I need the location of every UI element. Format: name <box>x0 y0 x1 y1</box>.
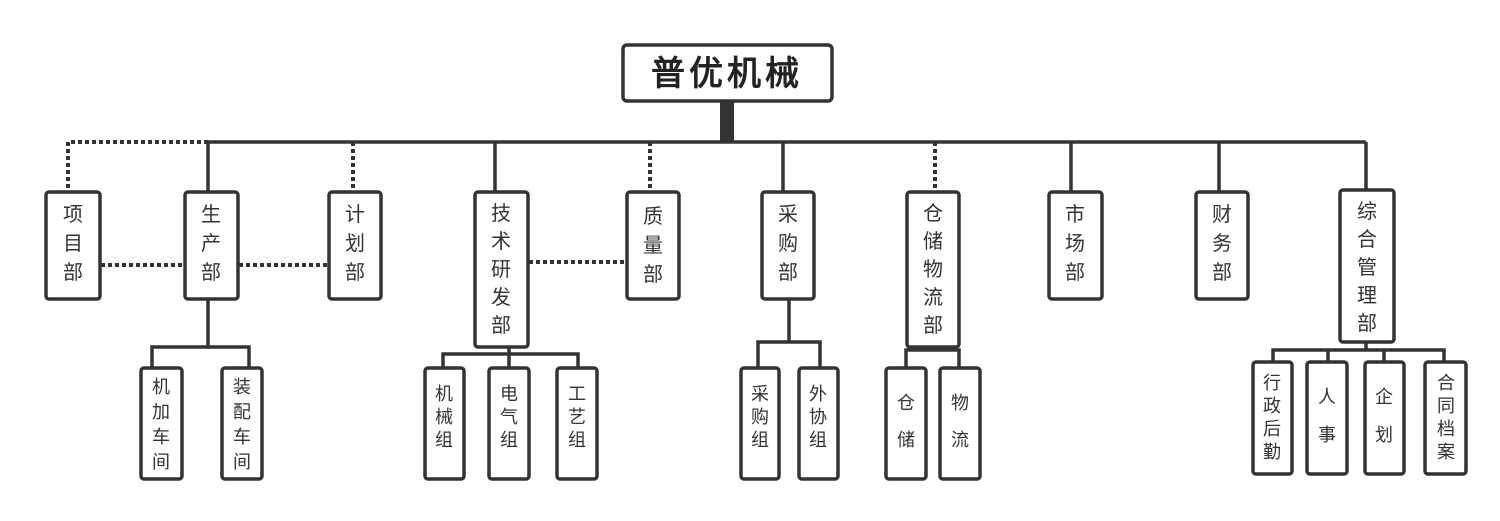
sub-label: 电气组 <box>500 384 518 451</box>
sub-gongyi: 工艺组 <box>555 366 599 481</box>
sub-dianqi: 电气组 <box>487 366 531 481</box>
sub-label: 企划 <box>1375 387 1393 446</box>
sub-links-cangchu <box>904 348 961 368</box>
dept-label: 质量部 <box>643 204 663 286</box>
dept-zhiliang: 质量部 <box>625 190 681 301</box>
sub-jijia: 机加车间 <box>139 366 184 481</box>
dept-shengchan: 生产部 <box>183 190 240 301</box>
sub-caigouzu: 采购组 <box>739 366 781 481</box>
sub-label: 行政后勤 <box>1263 373 1281 463</box>
sub-label: 机加车间 <box>152 377 170 473</box>
root-node: 普优机械 <box>621 43 834 103</box>
dept-label: 计划部 <box>345 202 365 284</box>
root-label: 普优机械 <box>651 54 803 94</box>
dept-cangchu: 仓储物流部 <box>905 190 961 349</box>
sub-waixie: 外协组 <box>797 366 840 481</box>
dept-zonghe: 综合管理部 <box>1338 188 1396 344</box>
sub-renshi: 人事 <box>1305 360 1349 476</box>
sub-label: 合同档案 <box>1437 373 1455 463</box>
dept-jihua: 计划部 <box>327 190 383 301</box>
dept-caigou: 采购部 <box>760 190 816 301</box>
dept-label: 采购部 <box>778 202 798 284</box>
department-nodes: 项目部 生产部 计划部 技术研发部 质量部 采购部 仓储物流部 市场部 <box>44 188 1396 349</box>
dept-label: 技术研发部 <box>491 201 511 337</box>
dotted-link-xiangmu <box>66 140 208 192</box>
sub-links-zonghe <box>1271 348 1446 362</box>
dept-shichang: 市场部 <box>1047 190 1104 301</box>
sub-jixie: 机械组 <box>423 366 466 481</box>
dept-caiwu: 财务部 <box>1194 190 1250 301</box>
dept-label: 综合管理部 <box>1357 199 1377 335</box>
sub-links-shengchan-2 <box>208 345 251 368</box>
sub-zhuangpei: 装配车间 <box>220 366 264 481</box>
dept-xiangmu: 项目部 <box>44 190 102 301</box>
dept-label: 生产部 <box>201 202 221 284</box>
sub-hetong: 合同档案 <box>1423 360 1468 476</box>
sub-cangchu: 仓储 <box>884 366 928 481</box>
connectors <box>66 100 1446 368</box>
subunit-nodes: 机加车间 装配车间 机械组 电气组 工艺组 采购组 外协组 仓储 <box>139 360 1468 481</box>
root-stem <box>720 100 734 142</box>
sub-label: 物流 <box>951 393 969 451</box>
sub-wuliu: 物流 <box>938 366 982 481</box>
sub-label: 外协组 <box>809 384 827 451</box>
sub-label: 工艺组 <box>568 384 586 451</box>
sub-qihua: 企划 <box>1363 360 1406 476</box>
sub-label: 仓储 <box>897 393 915 451</box>
sub-label: 人事 <box>1318 387 1336 446</box>
dept-label: 市场部 <box>1065 202 1085 284</box>
dept-label: 仓储物流部 <box>923 201 943 337</box>
sub-xingzheng: 行政后勤 <box>1251 360 1294 476</box>
sub-label: 机械组 <box>435 384 453 451</box>
sub-label: 采购组 <box>751 384 769 451</box>
sub-label: 装配车间 <box>233 377 251 473</box>
sub-links-shengchan <box>150 299 210 368</box>
sub-links-caigou <box>756 340 822 368</box>
dept-label: 财务部 <box>1212 202 1232 284</box>
dept-label: 项目部 <box>63 202 83 284</box>
dept-jishu: 技术研发部 <box>473 190 530 349</box>
